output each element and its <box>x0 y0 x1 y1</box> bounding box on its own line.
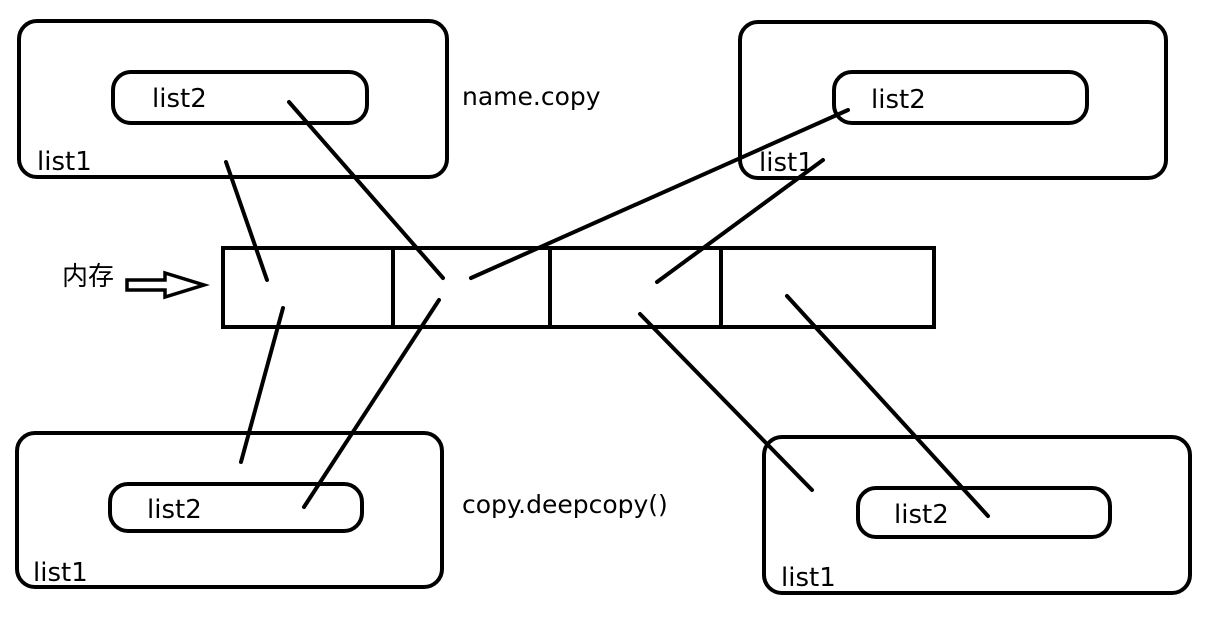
inner-list-box <box>108 482 364 533</box>
outer-list-box <box>15 431 444 589</box>
inner-list-label: list2 <box>871 85 926 115</box>
memory-label: 内存 <box>62 262 114 292</box>
inner-list-box <box>856 486 1112 539</box>
reference-line <box>655 158 825 284</box>
reference-lines <box>224 100 990 518</box>
box-top-right: list2 list1 <box>738 20 1168 180</box>
reference-line <box>302 298 441 509</box>
deep-copy-label: copy.deepcopy() <box>462 490 668 519</box>
reference-line <box>469 108 850 280</box>
inner-list-box <box>832 70 1089 125</box>
memory-strip-outline <box>221 246 936 329</box>
box-bottom-right: list2 list1 <box>762 435 1192 595</box>
memory-strip <box>221 246 936 329</box>
outer-list-box <box>738 20 1168 180</box>
reference-line <box>287 100 445 280</box>
reference-line <box>239 306 285 464</box>
outer-list-label: list1 <box>37 147 92 177</box>
inner-list-box <box>111 70 369 125</box>
memory-arrow-icon <box>125 270 210 300</box>
outer-list-label: list1 <box>781 563 836 593</box>
reference-line <box>224 160 269 282</box>
reference-line <box>785 294 990 518</box>
inner-list-label: list2 <box>152 84 207 114</box>
outer-list-label: list1 <box>33 558 88 588</box>
shallow-copy-label: name.copy <box>462 82 601 111</box>
reference-line <box>638 312 814 492</box>
inner-list-label: list2 <box>147 495 202 525</box>
box-top-left: list2 list1 <box>17 19 449 179</box>
inner-list-label: list2 <box>894 500 949 530</box>
box-bottom-left: list2 list1 <box>15 431 444 589</box>
outer-list-box <box>762 435 1192 595</box>
